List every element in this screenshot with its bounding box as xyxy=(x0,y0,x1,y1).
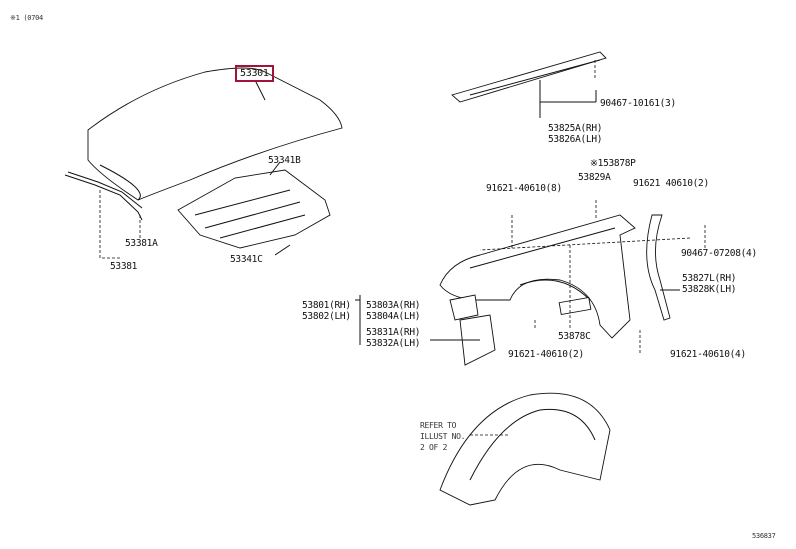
part-label-brace-rh[interactable]: 53831A(RH) xyxy=(366,327,421,338)
part-label-bracket-rh[interactable]: 53803A(RH) xyxy=(366,300,421,311)
part-label-fender-lh[interactable]: 53802(LH) xyxy=(302,311,351,322)
part-label-seal[interactable]: 53381 xyxy=(110,261,138,272)
refer-note-line2: ILLUST NO. xyxy=(420,432,466,441)
part-label-cowl-seal-lh[interactable]: 53826A(LH) xyxy=(548,134,603,145)
refer-note-line3: 2 OF 2 xyxy=(420,443,448,452)
header-code: ※1 (0704 xyxy=(10,14,43,22)
fender-liner-seal xyxy=(646,214,671,321)
part-label-pad-c[interactable]: 53878C xyxy=(558,331,591,342)
part-label-hood-insulator[interactable]: 53341B xyxy=(268,155,301,166)
figure-number: 536837 xyxy=(752,532,776,540)
cowl-top-seal xyxy=(451,51,607,103)
refer-note-line1: REFER TO xyxy=(420,421,457,430)
part-label-brace-lh[interactable]: 53832A(LH) xyxy=(366,338,421,349)
part-label-screw-top[interactable]: 90467-10161(3) xyxy=(600,98,676,109)
part-label-cowl-seal-rh[interactable]: 53825A(RH) xyxy=(548,123,603,134)
fender-liner xyxy=(439,392,611,506)
part-label-bolt-2-bottom[interactable]: 91621-40610(2) xyxy=(508,349,584,360)
part-label-clip-4[interactable]: 90467-07208(4) xyxy=(681,248,757,259)
hood-seal xyxy=(64,174,143,221)
part-label-bracket-lh[interactable]: 53804A(LH) xyxy=(366,311,421,322)
part-label-pad-p[interactable]: ※153878P xyxy=(590,158,636,169)
part-label-hood-clip[interactable]: 53341C xyxy=(230,254,263,265)
part-label-bolt-4[interactable]: 91621-40610(4) xyxy=(670,349,746,360)
part-label-seal-lh[interactable]: 53828K(LH) xyxy=(682,284,737,295)
part-label-seal-rh[interactable]: 53827L(RH) xyxy=(682,273,737,284)
part-label-fender-rh[interactable]: 53801(RH) xyxy=(302,300,351,311)
part-label-bolt-8[interactable]: 91621-40610(8) xyxy=(486,183,562,194)
part-label-bolt-2-top[interactable]: 91621 40610(2) xyxy=(633,178,709,189)
fender-pad xyxy=(558,296,592,316)
part-label-bracket-a[interactable]: 53829A xyxy=(578,172,611,183)
part-label-hood[interactable]: 53301 xyxy=(235,65,274,82)
hood-insulator xyxy=(177,169,331,249)
part-label-seal-clip[interactable]: 53381A xyxy=(125,238,158,249)
